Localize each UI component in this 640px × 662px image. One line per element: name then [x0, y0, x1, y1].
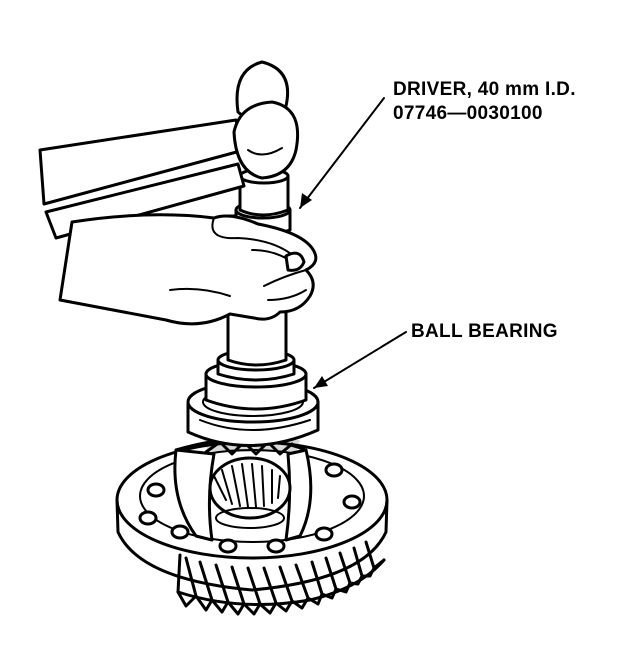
driver-part-number-label: 07746—0030100 — [393, 103, 543, 124]
driver-callout: DRIVER, 40 mm I.D. 07746—0030100 — [393, 78, 576, 126]
hand — [58, 213, 318, 326]
bolt-holes — [138, 462, 362, 554]
gear-teeth — [176, 540, 386, 616]
driver-leader-arrowhead — [300, 193, 312, 208]
driver-name-label: DRIVER, 40 mm I.D. — [393, 79, 576, 100]
bearing-leader-arrowhead — [314, 376, 328, 388]
callout-leaders — [299, 97, 407, 389]
ball-bearing-label: BALL BEARING — [411, 321, 558, 342]
pinion-teeth — [213, 463, 281, 508]
